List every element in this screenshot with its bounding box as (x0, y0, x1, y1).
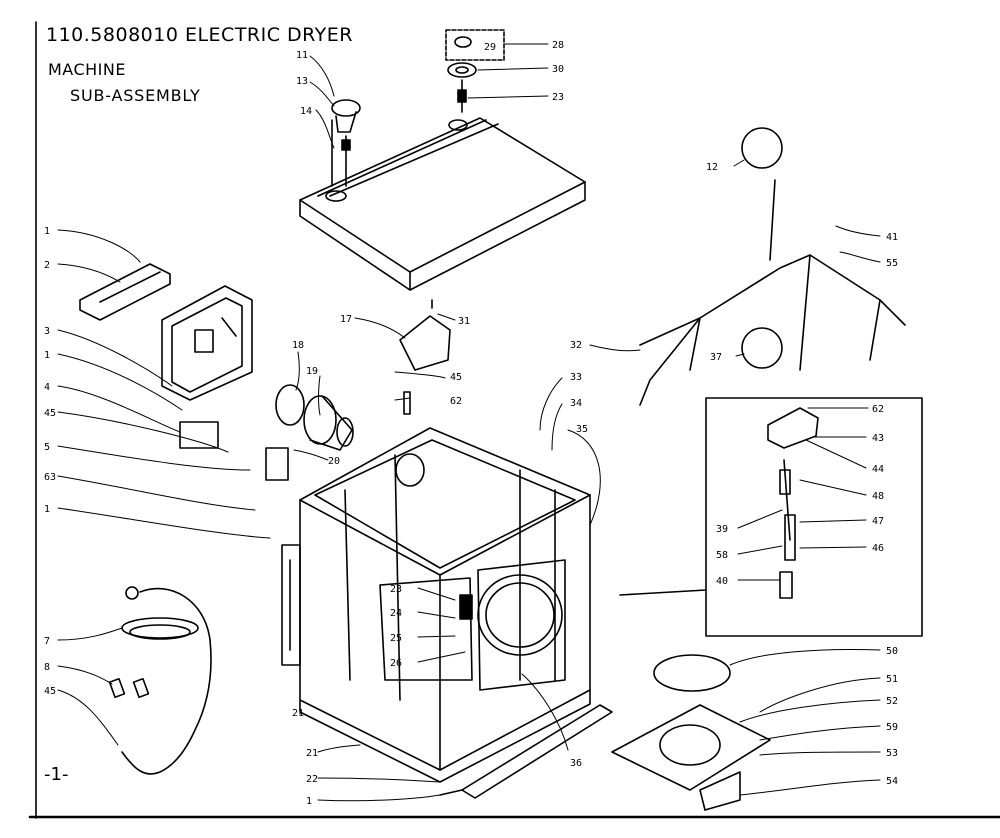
callout-52: 52 (886, 696, 898, 707)
callout-23: 23 (552, 92, 564, 103)
callout-36: 36 (570, 758, 582, 769)
callout-29: 29 (484, 42, 496, 53)
callout-51: 51 (886, 674, 898, 685)
diagram-subtitle-machine: MACHINE (48, 60, 126, 79)
callout-39: 39 (716, 524, 728, 535)
callout-48: 48 (872, 491, 884, 502)
callout-44: 44 (872, 464, 884, 475)
callout-62: 62 (872, 404, 884, 415)
callout-63: 63 (44, 472, 56, 483)
motor-coupling (179, 384, 354, 481)
callout-7: 7 (44, 636, 50, 647)
callout-20: 20 (328, 456, 340, 467)
callout-14: 14 (300, 106, 312, 117)
callout-8: 8 (44, 662, 50, 673)
callout-45: 45 (44, 686, 56, 697)
callout-55: 55 (886, 258, 898, 269)
callout-13: 13 (296, 76, 308, 87)
callout-22: 22 (306, 774, 318, 785)
callout-62: 62 (450, 396, 462, 407)
wiring-harness (639, 127, 906, 406)
callout-1: 1 (44, 504, 50, 515)
callout-1: 1 (44, 226, 50, 237)
callout-2: 2 (44, 260, 50, 271)
callout-47: 47 (872, 516, 884, 527)
callout-54: 54 (886, 776, 898, 787)
callout-45: 45 (450, 372, 462, 383)
callout-4: 4 (44, 382, 50, 393)
callout-53: 53 (886, 748, 898, 759)
diagram-title: 110.5808010 ELECTRIC DRYER (46, 24, 353, 46)
callout-43: 43 (872, 433, 884, 444)
callout-33: 33 (570, 372, 582, 383)
bracket-part-2 (79, 263, 171, 321)
callout-21: 21 (306, 748, 318, 759)
page-number: -1- (44, 764, 69, 785)
callout-3: 3 (44, 326, 50, 337)
callout-1: 1 (44, 350, 50, 361)
callout-59: 59 (886, 722, 898, 733)
callout-37: 37 (710, 352, 722, 363)
callout-17: 17 (340, 314, 352, 325)
callout-labels: 1 2 3 1 4 45 5 63 1 7 8 45 11 13 14 17 1… (44, 40, 898, 807)
callout-46: 46 (872, 543, 884, 554)
callout-30: 30 (552, 64, 564, 75)
callout-24: 24 (390, 608, 402, 619)
callout-40: 40 (716, 576, 728, 587)
callout-32: 32 (570, 340, 582, 351)
callout-5: 5 (44, 442, 50, 453)
callout-58: 58 (716, 550, 728, 561)
callout-11: 11 (296, 50, 308, 61)
power-cord (108, 586, 212, 775)
callout-12: 12 (706, 162, 718, 173)
top-panel (299, 117, 586, 291)
callout-28: 28 (552, 40, 564, 51)
callout-50: 50 (886, 646, 898, 657)
leader-lines (57, 43, 881, 802)
top-panel-hardware (331, 29, 505, 187)
inset-detail-box (705, 397, 923, 637)
callout-45: 45 (44, 408, 56, 419)
callout-23: 23 (390, 584, 402, 595)
callout-31: 31 (458, 316, 470, 327)
blower-housing (161, 285, 253, 401)
callout-19: 19 (306, 366, 318, 377)
base-assembly (611, 654, 771, 811)
main-cabinet (281, 427, 591, 783)
door-switch-detail (619, 407, 819, 599)
callout-41: 41 (886, 232, 898, 243)
callout-25: 25 (390, 633, 402, 644)
callout-1: 1 (306, 796, 312, 807)
callout-35: 35 (576, 424, 588, 435)
diagram-subtitle-subassembly: SUB-ASSEMBLY (70, 86, 201, 105)
callout-26: 26 (390, 658, 402, 669)
callout-21: 21 (292, 708, 304, 719)
callout-34: 34 (570, 398, 582, 409)
bottom-rail (439, 704, 613, 799)
callout-18: 18 (292, 340, 304, 351)
thermostat-part-17 (399, 299, 451, 415)
